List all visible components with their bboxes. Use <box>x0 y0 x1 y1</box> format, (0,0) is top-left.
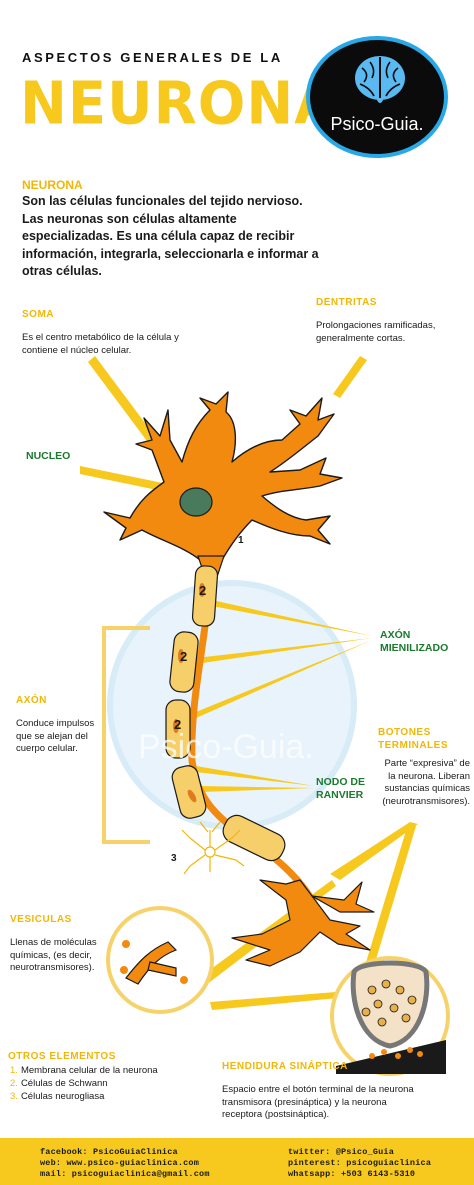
nodo-label: NODO DE RANVIER <box>316 776 365 802</box>
dendritas-pointer <box>333 356 367 398</box>
dendritas-label: DENTRITAS <box>316 297 377 308</box>
axon-text: Conduce impulsos que se alejan del cuerp… <box>16 718 95 754</box>
marker-2: 2 <box>199 583 207 598</box>
marker-3: 3 <box>171 853 177 864</box>
synaptic-button <box>350 960 430 1049</box>
otros-list: 1.Membrana celular de la neurona 2.Célul… <box>10 1064 210 1103</box>
subtitle: ASPECTOS GENERALES DE LA <box>22 50 283 65</box>
nodo-line2: RANVIER <box>316 789 364 801</box>
otros-item-text: Células de Schwann <box>20 1078 108 1089</box>
marker-2: 2 <box>174 717 182 732</box>
botones-label-line2: TERMINALES <box>378 740 448 751</box>
axon-mielinizado-pointer-3 <box>196 640 372 718</box>
otros-item: 1.Membrana celular de la neurona <box>10 1064 210 1077</box>
brain-icon <box>355 56 405 103</box>
hendidura-text: Espacio entre el botón terminal de la ne… <box>222 1084 414 1120</box>
axon-mielinizado-line1: AXÓN <box>380 629 411 641</box>
glial-cell <box>181 821 245 875</box>
marker-1: 1 <box>238 535 244 546</box>
vesiculas-label: VESICULAS <box>10 914 72 925</box>
vesicle <box>180 976 188 984</box>
vesicle-zoom <box>106 906 214 1014</box>
soma-label: SOMA <box>22 309 54 320</box>
dendritas-text: Prolongaciones ramificadas, generalmente… <box>316 320 436 344</box>
footer-right: twitter: @Psico_Guia pinterest: psicogui… <box>288 1147 431 1180</box>
footer-twitter[interactable]: twitter: @Psico_Guia <box>288 1147 395 1157</box>
otros-item-number: 1. <box>10 1065 18 1076</box>
otros-item-number: 2. <box>10 1078 18 1089</box>
logo: Psico-Guia. <box>306 36 448 158</box>
synaptic-vesicles <box>361 979 417 1027</box>
axon-mielinizado-pointer-1 <box>212 600 372 636</box>
footer-whatsapp[interactable]: whatsapp: +503 6143-5310 <box>288 1169 416 1179</box>
neuron-diagram <box>80 356 450 1076</box>
footer-mail[interactable]: mail: psicoguiaclinica@gmail.com <box>40 1169 210 1179</box>
watermark-text: Psico-Guia. <box>138 728 314 766</box>
nucleus <box>179 487 213 517</box>
footer: facebook: PsicoGuiaClinica web: www.psic… <box>0 1138 474 1185</box>
vesiculas-text: Llenas de moléculas químicas, (es decir,… <box>10 937 97 973</box>
footer-left: facebook: PsicoGuiaClinica web: www.psic… <box>40 1147 210 1180</box>
intro-heading: NEURONA <box>22 178 83 192</box>
footer-facebook[interactable]: facebook: PsicoGuiaClinica <box>40 1147 178 1157</box>
botones-label: BOTONES TERMINALES <box>378 726 448 752</box>
myelin-sheath <box>165 565 286 862</box>
axon-mielinizado-pointer-2 <box>196 638 372 664</box>
otros-item-text: Células neurogliasa <box>20 1091 105 1102</box>
otros-item: 3.Células neurogliasa <box>10 1090 210 1103</box>
vesicle <box>122 940 130 948</box>
vesicle-branch <box>125 941 178 985</box>
botones-label-line1: BOTONES <box>378 727 431 738</box>
otros-item-number: 3. <box>10 1091 18 1102</box>
botones-pointer-1 <box>330 822 418 880</box>
hendidura-label: HENDIDURA SINÁPTICA <box>222 1061 348 1072</box>
logo-text: Psico-Guia. <box>330 114 424 134</box>
axon-label: AXÓN <box>16 695 47 706</box>
postsynaptic-membrane <box>336 1040 446 1074</box>
soma-text: Es el centro metabólico de la célula y c… <box>22 332 179 356</box>
vesiculas-pointer-2 <box>210 992 338 1010</box>
footer-web[interactable]: web: www.psico-guiaclinica.com <box>40 1158 200 1168</box>
intro-text: Son las células funcionales del tejido n… <box>22 194 319 278</box>
axon-bracket <box>102 626 150 844</box>
nucleo-label: NUCLEO <box>26 450 71 462</box>
otros-item: 2.Células de Schwann <box>10 1077 210 1090</box>
neuron-soma <box>103 391 343 561</box>
vesicle <box>120 966 128 974</box>
nodo-pointer-2 <box>200 786 314 792</box>
schwann-nuclei <box>173 583 205 803</box>
otros-item-text: Membrana celular de la neurona <box>20 1065 158 1076</box>
otros-label: OTROS ELEMENTOS <box>8 1051 116 1062</box>
botones-pointer-2 <box>360 824 416 986</box>
botones-text: Parte “expresiva” de la neurona. Liberan… <box>382 758 470 807</box>
nodo-line1: NODO DE <box>316 776 366 788</box>
nodo-pointer-1 <box>196 766 314 786</box>
axon-mielinizado-line2: MIENILIZADO <box>380 642 449 654</box>
marker-2: 2 <box>180 649 188 664</box>
neurotransmitters <box>369 1047 423 1059</box>
axon-terminals <box>231 879 375 967</box>
footer-pinterest[interactable]: pinterest: psicoguiaclinica <box>288 1158 432 1168</box>
page-title: NEURONA <box>20 70 339 139</box>
axon-mielinizado-label: AXÓN MIENILIZADO <box>380 629 448 655</box>
